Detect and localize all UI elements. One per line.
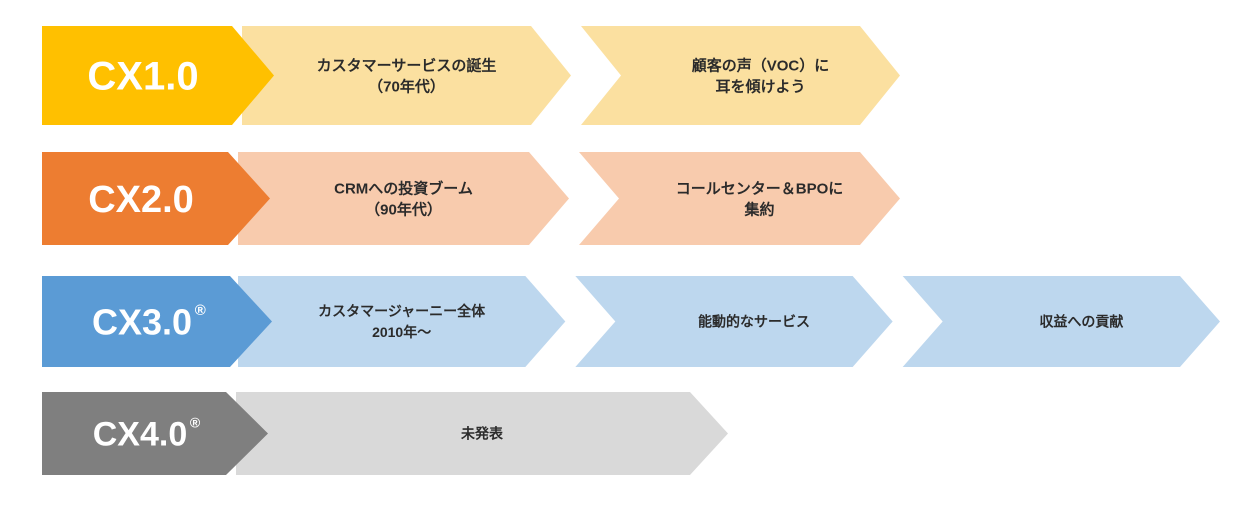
stage-segment-cx1-2[interactable] xyxy=(581,26,900,125)
registered-mark-cx4: ® xyxy=(190,414,201,430)
stage-segment-cx4-1[interactable] xyxy=(236,392,728,475)
segment-text-cx1-1-line1: カスタマーサービスの誕生 xyxy=(317,56,497,74)
stage-label-arrow-cx4[interactable] xyxy=(42,392,268,475)
stage-label-arrow-cx1[interactable] xyxy=(42,26,274,125)
stage-row-cx2: CRMへの投資ブーム （90年代） コールセンター＆BPOに集約 CX2.0 xyxy=(0,152,1242,245)
stage-segment-cx3-3[interactable] xyxy=(902,276,1220,367)
segment-text-cx2-1-line1: CRMへの投資ブーム xyxy=(334,179,473,197)
stage-label-text-cx3: CX3.0 xyxy=(92,301,192,342)
segment-text-cx2-1-line2: （90年代） xyxy=(365,200,442,218)
stage-label-text-cx2: CX2.0 xyxy=(88,179,194,221)
segment-text-cx2-2-line2: 集約 xyxy=(743,200,774,218)
stage-segment-cx2-1[interactable] xyxy=(238,152,569,245)
segment-text-cx2-2-line1: コールセンター＆BPOに xyxy=(676,180,844,197)
stage-row-cx4: 未発表 CX4.0® xyxy=(0,392,1242,475)
stage-label-text-cx4: CX4.0 xyxy=(93,416,188,454)
stage-label-arrow-cx3[interactable] xyxy=(42,276,272,367)
stage-row-graphics-cx3: カスタマージャーニー全体 2010年〜 能動的なサービス 収益への貢献 CX3.0® xyxy=(42,276,1220,367)
registered-mark-cx3: ® xyxy=(195,302,206,319)
segment-text-cx1-2-line2: 耳を傾けよう xyxy=(715,77,805,95)
segment-text-cx1-2-line1: 顧客の声（VOC）に xyxy=(692,56,830,74)
stage-segment-cx3-1[interactable] xyxy=(238,276,566,367)
stage-segment-cx1-1[interactable] xyxy=(242,26,571,125)
stage-row-graphics-cx4: 未発表 CX4.0® xyxy=(42,392,728,475)
stage-label-text-cx1: CX1.0 xyxy=(87,55,198,99)
segment-text-cx1-1-line2: （70年代） xyxy=(368,77,445,95)
segment-text-cx3-1-line2: 2010年〜 xyxy=(372,324,431,340)
stage-segment-cx2-2[interactable] xyxy=(579,152,900,245)
stage-label-arrow-cx2[interactable] xyxy=(42,152,270,245)
stage-row-cx3: カスタマージャーニー全体 2010年〜 能動的なサービス 収益への貢献 CX3.0® xyxy=(0,276,1242,367)
segment-text-cx4-1-line1: 未発表 xyxy=(461,426,504,442)
segment-text-cx3-2-line1: 能動的なサービス xyxy=(698,314,810,330)
stage-row-cx1: カスタマーサービスの誕生 （70年代） 顧客の声（VOC）に耳を傾けよう CX1.0 xyxy=(0,26,1242,125)
stage-segment-cx3-2[interactable] xyxy=(575,276,893,367)
segment-text-cx3-3-line1: 収益への貢献 xyxy=(1039,314,1123,330)
segment-text-cx3-1-line1: カスタマージャーニー全体 xyxy=(318,303,486,319)
